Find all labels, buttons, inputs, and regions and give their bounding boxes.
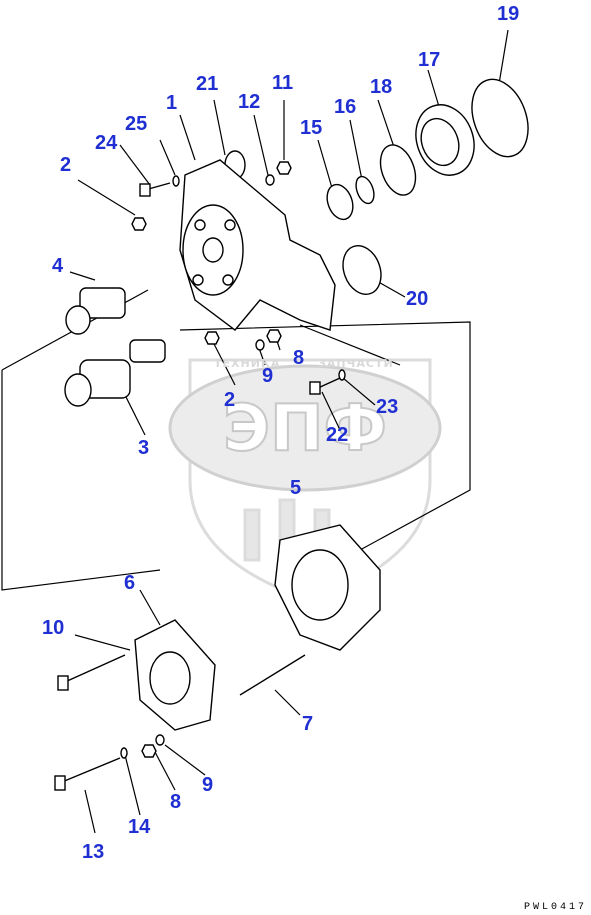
part-18-ring — [379, 144, 417, 196]
callout-16: 16 — [334, 96, 357, 118]
part-4-gear — [79, 287, 126, 319]
drawing-code: PWL0417 — [523, 902, 587, 913]
part-23-washer — [338, 369, 346, 381]
callout-13: 13 — [82, 841, 105, 863]
callout-8-upper: 8 — [293, 347, 305, 369]
watermark-logo: ЭПФ — [168, 358, 442, 602]
part-9-washer-lower — [155, 734, 165, 746]
callout-17: 17 — [418, 49, 441, 71]
callout-15: 15 — [300, 117, 323, 139]
callout-8-lower: 8 — [170, 791, 182, 813]
callout-21: 21 — [196, 73, 219, 95]
callout-9-upper: 9 — [262, 365, 274, 387]
part-12-washer — [265, 174, 275, 186]
callout-4: 4 — [52, 255, 64, 277]
part-19-oring — [471, 78, 529, 158]
callout-1: 1 — [166, 92, 178, 114]
part-15-bearing — [326, 183, 354, 221]
part-8-nut-lower — [141, 744, 157, 758]
callout-24: 24 — [95, 132, 118, 154]
callout-14: 14 — [128, 816, 151, 838]
callout-18: 18 — [370, 76, 393, 98]
callout-12: 12 — [238, 91, 261, 113]
callout-25: 25 — [125, 113, 148, 135]
part-8-nut — [266, 329, 282, 343]
callout-2-upper: 2 — [60, 154, 72, 176]
part-16-snapring — [355, 175, 375, 205]
watermark-logo-text: ЭПФ — [223, 392, 387, 466]
part-2-nut — [131, 217, 147, 231]
part-10-bolt — [64, 654, 126, 683]
callout-10: 10 — [42, 617, 65, 639]
callout-7: 7 — [302, 713, 314, 735]
parts — [54, 78, 529, 791]
part-11-nut — [276, 161, 292, 175]
callout-11: 11 — [272, 72, 294, 94]
callout-9-lower: 9 — [202, 774, 214, 796]
callout-6: 6 — [124, 572, 136, 594]
watermark-left-word: ТЕХНИКА — [214, 357, 281, 370]
part-7-stud — [239, 654, 306, 696]
callout-19: 19 — [497, 3, 520, 25]
callout-2-lower: 2 — [224, 389, 236, 411]
part-13-bolt — [61, 757, 121, 783]
part-9-washer — [255, 339, 265, 351]
callout-5: 5 — [290, 477, 302, 499]
part-25-washer — [172, 175, 180, 187]
part-20-oring — [342, 245, 382, 295]
callout-20: 20 — [406, 288, 429, 310]
part-14-washer — [120, 747, 128, 759]
callout-3: 3 — [138, 437, 150, 459]
part-22-bolt — [317, 377, 341, 389]
callout-22: 22 — [326, 424, 349, 446]
watermark-right-word: ЗАПЧАСТИ — [318, 357, 394, 370]
callout-23: 23 — [376, 396, 399, 418]
